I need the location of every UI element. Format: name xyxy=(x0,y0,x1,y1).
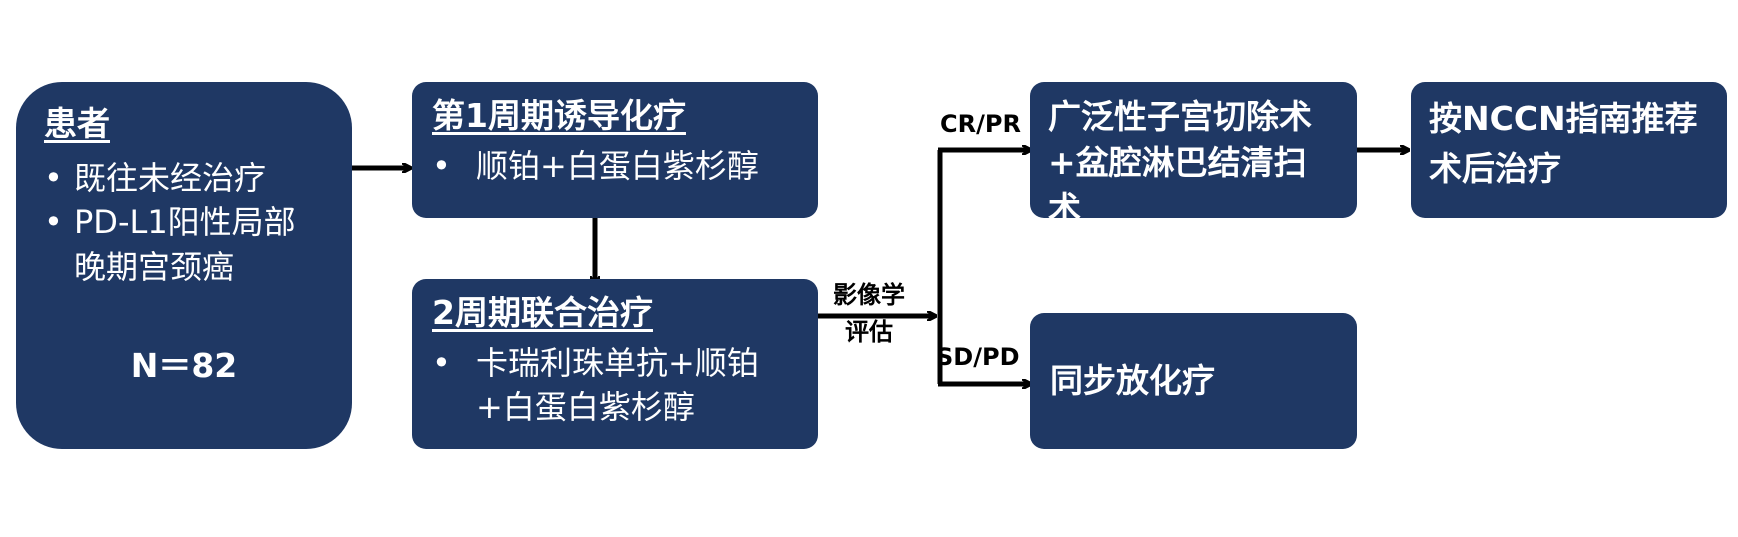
postop-text: 按NCCN指南推荐术后治疗 xyxy=(1429,99,1698,188)
patient-box: 患者 既往未经治疗 PD-L1阳性局部晚期宫颈癌 N＝82 xyxy=(16,82,352,449)
chemoradiation-box: 同步放化疗 xyxy=(1030,313,1357,449)
assessment-label-line: 评估 xyxy=(845,318,893,347)
progress-label: SD/PD xyxy=(936,343,1020,371)
patient-criteria-list: 既往未经治疗 PD-L1阳性局部晚期宫颈癌 xyxy=(44,156,314,290)
combined-regimen-list: 卡瑞利珠单抗+顺铂+白蛋白紫杉醇 xyxy=(432,341,772,431)
patient-criterion: PD-L1阳性局部晚期宫颈癌 xyxy=(44,200,314,290)
surgery-box: 广泛性子宫切除术+盆腔淋巴结清扫术 xyxy=(1030,82,1357,228)
induction-regimen-list: 顺铂+白蛋白紫杉醇 xyxy=(432,144,798,189)
combined-title: 2周期联合治疗 xyxy=(432,293,653,332)
combined-regimen: 卡瑞利珠单抗+顺铂+白蛋白紫杉醇 xyxy=(432,341,772,431)
induction-box: 第1周期诱导化疗 顺铂+白蛋白紫杉醇 xyxy=(412,82,818,218)
assessment-label-line: 影像学 xyxy=(833,281,905,309)
chemoradiation-text: 同步放化疗 xyxy=(1050,361,1215,400)
postop-box: 按NCCN指南推荐术后治疗 xyxy=(1411,82,1727,218)
surgery-text: 广泛性子宫切除术+盆腔淋巴结清扫术 xyxy=(1048,97,1312,229)
assessment-label: 影像学 评估 xyxy=(832,277,906,351)
induction-regimen: 顺铂+白蛋白紫杉醇 xyxy=(432,144,798,189)
induction-title: 第1周期诱导化疗 xyxy=(432,96,686,135)
response-label: CR/PR xyxy=(940,110,1021,138)
patient-count: N＝82 xyxy=(130,346,238,385)
combined-box: 2周期联合治疗 卡瑞利珠单抗+顺铂+白蛋白紫杉醇 xyxy=(412,279,818,449)
patient-criterion: 既往未经治疗 xyxy=(44,156,314,201)
patient-title: 患者 xyxy=(44,104,110,143)
